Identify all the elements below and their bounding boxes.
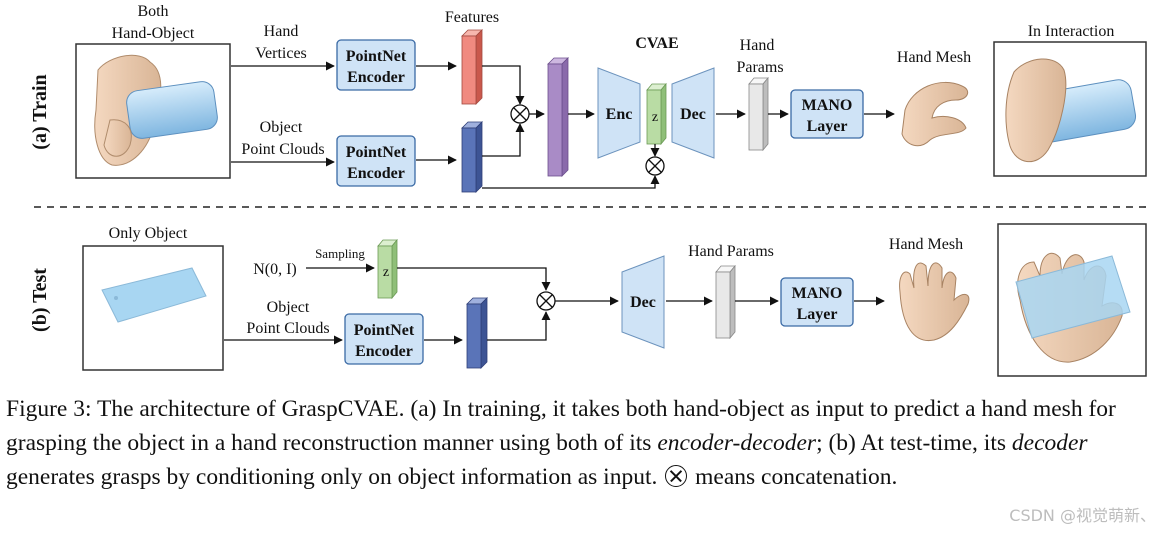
svg-text:Enc: Enc — [606, 106, 633, 123]
svg-text:MANO: MANO — [792, 285, 843, 302]
mano-layer-train: MANO Layer — [790, 89, 864, 139]
decoder-test: Dec — [621, 255, 665, 349]
watermark: CSDN @视觉萌新、 — [1009, 506, 1156, 525]
hand-params-bar-test — [715, 264, 736, 340]
hand-vertices-line2: Vertices — [255, 45, 307, 62]
arrow-object-feature-to-cvae-concat — [482, 175, 660, 189]
svg-text:Encoder: Encoder — [347, 69, 405, 86]
concat-operator-cvae — [645, 156, 665, 176]
concat-operator-train — [510, 104, 530, 124]
svg-text:z: z — [652, 110, 658, 125]
hand-mesh-image-test — [899, 262, 970, 342]
caption-emphasis-decoder: decoder — [1011, 430, 1088, 456]
pointnet-encoder-test: PointNet Encoder — [344, 313, 424, 365]
hand-mesh-image-train — [901, 81, 969, 147]
cvae-label: CVAE — [635, 35, 678, 52]
hand-params-line1: Hand — [740, 37, 775, 54]
svg-text:z: z — [383, 265, 389, 280]
object-pc-line2: Point Clouds — [241, 141, 324, 158]
arrow-hand-feature-to-concat — [482, 65, 525, 105]
interaction-label: In Interaction — [1028, 23, 1115, 40]
svg-text:Layer: Layer — [807, 118, 848, 135]
hand-mesh-label-test: Hand Mesh — [889, 236, 963, 253]
svg-text:Encoder: Encoder — [347, 165, 405, 182]
arrow-z-to-concat-test — [397, 267, 551, 291]
sampling-label: Sampling — [315, 246, 365, 261]
svg-text:MANO: MANO — [802, 97, 853, 114]
architecture-diagram: (a) Train Both Hand-Object Hand Vertices… — [29, 3, 1150, 377]
hand-vertices-line1: Hand — [264, 23, 299, 40]
figure-caption: Figure 3: The architecture of GraspCVAE.… — [6, 392, 1166, 494]
noise-label: N(0, I) — [253, 261, 297, 278]
cvae-encoder: Enc — [597, 67, 641, 159]
caption-lead: Figure 3: The architecture of GraspCVAE.… — [6, 396, 1116, 456]
hand-params-bar-train — [748, 76, 769, 152]
features-label: Features — [445, 9, 499, 26]
hand-object-input-image — [75, 43, 231, 179]
otimes-icon — [665, 465, 688, 487]
caption-tail: generates grasps by conditioning only on… — [6, 464, 658, 490]
object-pc-test-line2: Point Clouds — [246, 320, 329, 337]
mano-layer-test: MANO Layer — [780, 277, 854, 327]
train-section-label: (a) Train — [29, 74, 51, 149]
test-section-label: (b) Test — [29, 268, 51, 332]
arrow-object-feature-to-concat — [482, 123, 525, 157]
caption-emphasis-encoder-decoder: encoder-decoder — [657, 430, 817, 456]
object-pc-line1: Object — [260, 119, 303, 136]
object-pc-test-line1: Object — [267, 299, 310, 316]
object-feature-bar-test — [466, 297, 488, 369]
hand-params-line2: Params — [736, 59, 783, 76]
pointnet-encoder-hand: PointNet Encoder — [336, 39, 416, 91]
caption-mid: ; (b) At test-time, its — [816, 430, 1012, 456]
object-input-image — [82, 245, 224, 371]
svg-text:PointNet: PointNet — [354, 322, 415, 339]
object-feature-bar — [461, 121, 483, 193]
input-label-line2: Hand-Object — [112, 25, 195, 42]
svg-text:Layer: Layer — [797, 306, 838, 323]
only-object-label: Only Object — [109, 225, 188, 242]
hand-mesh-label-train: Hand Mesh — [897, 49, 971, 66]
pointnet-encoder-object: PointNet Encoder — [336, 135, 416, 187]
interaction-image — [993, 41, 1147, 177]
concat-feature-bar — [547, 57, 569, 177]
svg-text:Dec: Dec — [630, 294, 656, 311]
hand-feature-bar — [461, 29, 483, 105]
svg-text:Encoder: Encoder — [355, 343, 413, 360]
latent-z-train: z — [646, 82, 667, 146]
concat-operator-test — [536, 291, 556, 311]
cvae-decoder: Dec — [671, 67, 715, 159]
grasp-result-image — [997, 223, 1147, 377]
hand-params-label-test: Hand Params — [688, 243, 774, 260]
svg-text:PointNet: PointNet — [346, 48, 407, 65]
latent-z-test: z — [377, 238, 398, 300]
input-label-line1: Both — [137, 3, 168, 20]
svg-text:Dec: Dec — [680, 106, 706, 123]
caption-tail2: means concatenation. — [689, 464, 898, 490]
arrow-feature-to-concat-test — [487, 311, 551, 341]
svg-text:PointNet: PointNet — [346, 144, 407, 161]
